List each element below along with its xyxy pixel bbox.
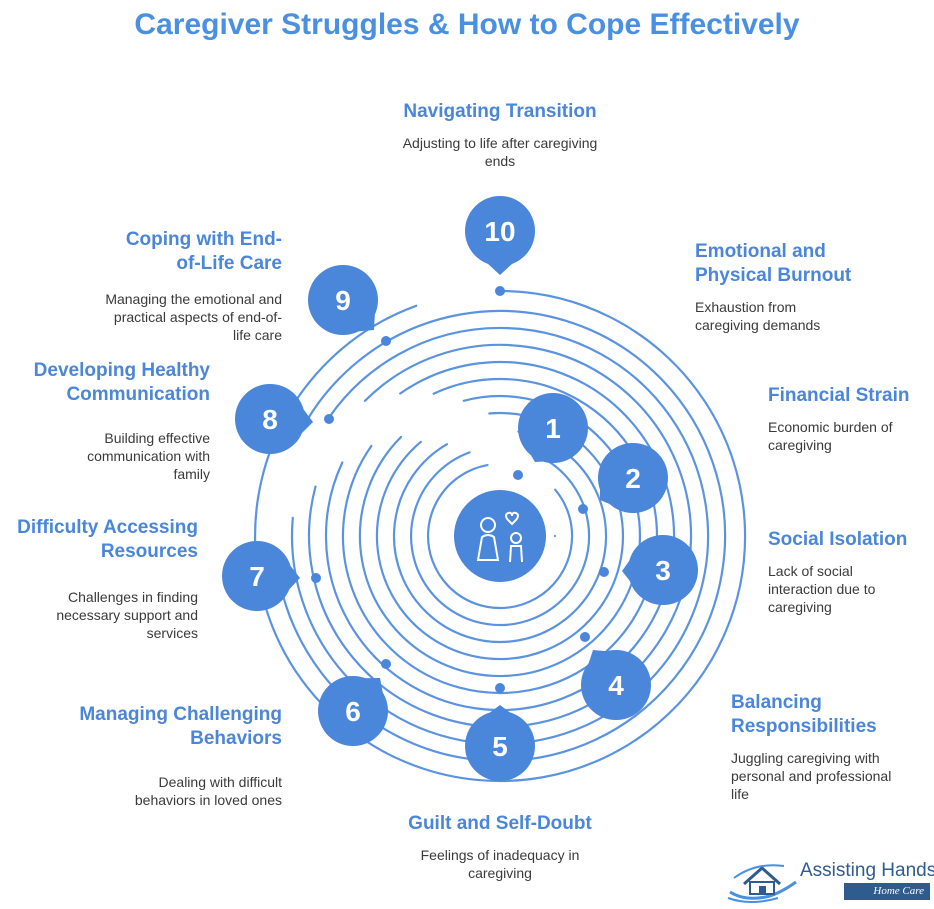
- spiral-ring-12: [253, 289, 747, 783]
- step-1-ring-dot: [513, 470, 523, 480]
- step-3-title: Social Isolation: [768, 529, 908, 550]
- step-2-badge: [598, 443, 668, 513]
- logo-subtitle: Home Care: [844, 883, 930, 900]
- step-2-ring-dot: [578, 504, 588, 514]
- spiral-ring-9: [307, 343, 693, 728]
- step-10-title: Navigating Transition: [403, 101, 597, 122]
- house-hands-logo-icon: [727, 864, 797, 903]
- label-step-6: Managing Challenging Behaviors Dealing w…: [70, 703, 282, 809]
- step-marker-10: 10: [465, 196, 535, 296]
- step-10-description: Adjusting to life after caregiving ends: [402, 135, 598, 169]
- step-marker-7: 7: [222, 541, 321, 611]
- step-4-ring-dot: [580, 632, 590, 642]
- step-7-title: Difficulty Accessing Resources: [17, 517, 198, 562]
- step-7-badge: [222, 541, 292, 611]
- step-marker-5: 5: [465, 683, 535, 781]
- step-8-description: Building effective communication with fa…: [87, 430, 210, 482]
- step-5-ring-dot: [495, 683, 505, 693]
- step-2-number: 2: [625, 463, 641, 494]
- caregiver-with-child-icon: [476, 511, 523, 563]
- label-step-2: Financial Strain Economic burden of care…: [768, 384, 928, 454]
- label-step-7: Difficulty Accessing Resources Challenge…: [10, 516, 198, 642]
- step-marker-6: 6: [318, 659, 391, 746]
- step-marker-3: 3: [599, 535, 698, 605]
- step-1-badge: [518, 393, 588, 463]
- step-1-title: Emotional and Physical Burnout: [695, 241, 852, 286]
- step-2-description: Economic burden of caregiving: [768, 419, 893, 453]
- step-6-ring-dot: [381, 659, 391, 669]
- step-4-badge: [581, 650, 651, 720]
- label-step-9: Coping with End-of-Life Care Managing th…: [100, 228, 282, 344]
- step-9-description: Managing the emotional and practical asp…: [105, 291, 282, 343]
- spiral-ring-2: [427, 464, 574, 610]
- step-8-ring-dot: [324, 414, 334, 424]
- step-marker-4: 4: [580, 632, 651, 720]
- step-1-number: 1: [545, 413, 561, 444]
- step-7-ring-dot: [311, 573, 321, 583]
- label-step-5: Guilt and Self-Doubt Feelings of inadequ…: [385, 812, 615, 882]
- step-3-ring-dot: [599, 567, 609, 577]
- step-6-number: 6: [345, 696, 361, 727]
- step-8-title: Developing Healthy Communication: [33, 360, 210, 405]
- step-marker-1: 1: [513, 393, 588, 480]
- step-5-number: 5: [492, 731, 508, 762]
- page-title: Caregiver Struggles & How to Cope Effect…: [134, 8, 800, 41]
- step-8-number: 8: [262, 404, 278, 435]
- logo-name: Assisting Hands®: [800, 860, 934, 881]
- step-10-ring-dot: [495, 286, 505, 296]
- step-3-badge: [628, 535, 698, 605]
- label-step-10: Navigating Transition Adjusting to life …: [370, 100, 630, 170]
- label-step-8: Developing Healthy Communication Buildin…: [20, 359, 210, 483]
- step-8-badge: [235, 384, 305, 454]
- step-5-description: Feelings of inadequacy in caregiving: [420, 847, 580, 881]
- step-2-title: Financial Strain: [768, 385, 910, 406]
- step-6-badge: [318, 676, 388, 746]
- step-4-title: Balancing Responsibilities: [731, 692, 877, 737]
- step-5-title: Guilt and Self-Doubt: [408, 813, 592, 834]
- step-5-badge: [465, 711, 535, 781]
- label-step-3: Social Isolation Lack of social interact…: [768, 528, 928, 616]
- center-circle: [454, 490, 546, 582]
- step-9-number: 9: [335, 285, 351, 316]
- step-9-badge: [308, 265, 378, 335]
- step-10-badge: [465, 196, 535, 266]
- spiral-ring-8: [324, 360, 676, 712]
- step-9-ring-dot: [381, 336, 391, 346]
- assisting-hands-logo: Assisting Hands® Home Care: [726, 858, 934, 904]
- step-6-title: Managing Challenging Behaviors: [79, 704, 282, 749]
- spiral-ring-3: [409, 451, 591, 627]
- step-marker-9: 9: [308, 265, 391, 346]
- step-3-description: Lack of social interaction due to caregi…: [768, 563, 876, 615]
- step-9-title: Coping with End-of-Life Care: [125, 229, 282, 274]
- step-marker-2: 2: [578, 443, 668, 514]
- spiral-ring-4: [392, 430, 608, 644]
- label-step-1: Emotional and Physical Burnout Exhaustio…: [695, 240, 870, 334]
- step-6-description: Dealing with difficult behaviors in love…: [134, 774, 282, 808]
- step-7-description: Challenges in finding necessary support …: [56, 589, 198, 641]
- step-4-description: Juggling caregiving with personal and pr…: [731, 750, 892, 802]
- step-marker-8: 8: [235, 384, 334, 454]
- step-4-number: 4: [608, 670, 624, 701]
- step-3-number: 3: [655, 555, 671, 586]
- step-7-number: 7: [249, 561, 265, 592]
- label-step-4: Balancing Responsibilities Juggling care…: [731, 691, 901, 803]
- step-1-description: Exhaustion from caregiving demands: [695, 299, 821, 333]
- spiral-ring-5: [375, 411, 625, 661]
- step-10-number: 10: [484, 216, 515, 247]
